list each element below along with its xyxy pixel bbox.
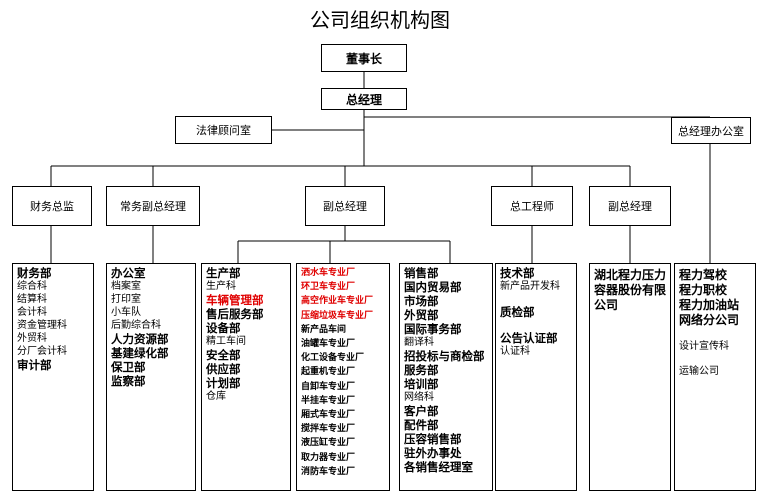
dept-item: 设备部 <box>206 321 241 335</box>
node-chief-engineer: 总工程师 <box>491 186 573 226</box>
dept-item: 化工设备专业厂 <box>301 353 365 364</box>
dept-item: 起重机专业厂 <box>301 367 356 378</box>
column-office: 程力驾校程力职校程力加油站网络分公司设计宣传科运输公司 <box>674 263 756 491</box>
dept-item: 打印室 <box>111 294 141 305</box>
dept-item: 配件部 <box>404 418 439 432</box>
dept-item: 程力加油站 <box>679 298 740 312</box>
dept-item: 网络分公司 <box>679 313 740 327</box>
dept-item: 环卫车专业厂 <box>301 282 356 293</box>
column-admin: 办公室档案室打印室小车队后勤综合科人力资源部基建绿化部保卫部监察部 <box>106 263 196 491</box>
page-title: 公司组织机构图 <box>310 8 450 32</box>
dept-item: 驻外办事处 <box>404 446 462 460</box>
column-tech: 技术部新产品开发科质检部公告认证部认证科 <box>495 263 577 491</box>
dept-item: 分厂会计科 <box>17 346 67 357</box>
dept-item: 招投标与商检部 <box>404 349 485 363</box>
column-finance: 财务部综合科结算科会计科资金管理科外贸科分厂会计科审计部 <box>12 263 94 491</box>
dept-item: 安全部 <box>206 348 241 362</box>
dept-item: 培训部 <box>404 377 439 391</box>
dept-item: 供应部 <box>206 362 241 376</box>
node-general-manager: 总经理 <box>321 88 407 110</box>
dept-item: 高空作业车专业厂 <box>301 296 374 307</box>
dept-item: 会计科 <box>17 307 47 318</box>
node-chairman: 董事长 <box>321 44 407 72</box>
dept-item: 外贸科 <box>17 333 47 344</box>
dept-item: 售后服务部 <box>206 307 264 321</box>
dept-item: 自卸车专业厂 <box>301 381 356 392</box>
dept-item: 销售部 <box>404 266 439 280</box>
dept-item: 消防车专业厂 <box>301 466 356 477</box>
dept-item: 后勤综合科 <box>111 320 161 331</box>
dept-item: 程力职校 <box>679 283 728 297</box>
dept-item: 厢式车专业厂 <box>301 410 356 421</box>
node-exec-vp: 常务副总经理 <box>106 186 200 226</box>
node-gm-office: 总经理办公室 <box>671 117 751 144</box>
dept-item: 程力驾校 <box>679 268 728 282</box>
node-legal-office: 法律顾问室 <box>175 116 272 144</box>
dept-item: 仓库 <box>206 391 226 402</box>
dept-item: 基建绿化部 <box>111 346 169 360</box>
column-factories: 洒水车专业厂环卫车专业厂高空作业车专业厂压缩垃圾车专业厂新产品车间油罐车专业厂化… <box>296 263 390 491</box>
dept-item: 国内贸易部 <box>404 280 462 294</box>
node-cfo: 财务总监 <box>12 186 92 226</box>
dept-item: 公告认证部 <box>500 331 558 345</box>
dept-item: 综合科 <box>17 281 47 292</box>
column-production: 生产部生产科车辆管理部售后服务部设备部精工车间安全部供应部计划部仓库 <box>201 263 291 491</box>
dept-item: 结算科 <box>17 294 47 305</box>
dept-item: 财务部 <box>17 266 52 280</box>
dept-item: 运输公司 <box>679 366 719 377</box>
node-vp-subsidiary: 副总经理 <box>589 186 671 226</box>
dept-item: 外贸部 <box>404 308 439 322</box>
dept-item: 市场部 <box>404 294 439 308</box>
node-vp-production: 副总经理 <box>305 186 385 226</box>
dept-item: 车辆管理部 <box>206 293 264 307</box>
column-sales: 销售部国内贸易部市场部外贸部国际事务部翻译科招投标与商检部服务部培训部网络科客户… <box>399 263 493 491</box>
dept-item: 服务部 <box>404 363 439 377</box>
dept-item: 新产品开发科 <box>500 281 560 292</box>
dept-item: 计划部 <box>206 376 241 390</box>
dept-item: 搅拌车专业厂 <box>301 424 356 435</box>
dept-item: 质检部 <box>500 305 535 319</box>
dept-item: 压容销售部 <box>404 432 462 446</box>
dept-item: 审计部 <box>17 358 52 372</box>
dept-item: 小车队 <box>111 307 141 318</box>
dept-item: 新产品车间 <box>301 324 347 335</box>
dept-item: 国际事务部 <box>404 322 462 336</box>
dept-item: 办公室 <box>111 266 146 280</box>
dept-item: 液压缸专业厂 <box>301 438 356 449</box>
dept-item: 精工车间 <box>206 336 246 347</box>
dept-item: 保卫部 <box>111 360 146 374</box>
dept-item: 翻译科 <box>404 337 434 348</box>
column-subsidiary: 湖北程力压力容器股份有限公司 <box>589 263 671 491</box>
dept-item: 油罐车专业厂 <box>301 339 356 350</box>
dept-item: 取力器专业厂 <box>301 452 356 463</box>
dept-item: 网络科 <box>404 392 434 403</box>
dept-item: 认证科 <box>500 346 530 357</box>
dept-item: 档案室 <box>111 281 141 292</box>
dept-item: 生产部 <box>206 266 241 280</box>
dept-item: 设计宣传科 <box>679 341 729 352</box>
dept-item: 半挂车专业厂 <box>301 395 356 406</box>
dept-item: 人力资源部 <box>111 332 169 346</box>
dept-item: 湖北程力压力容器股份有限公司 <box>594 268 667 312</box>
dept-item: 各销售经理室 <box>404 460 473 474</box>
dept-item: 技术部 <box>500 266 535 280</box>
dept-item: 资金管理科 <box>17 320 67 331</box>
dept-item: 压缩垃圾车专业厂 <box>301 310 374 321</box>
dept-item: 客户部 <box>404 404 439 418</box>
dept-item: 监察部 <box>111 374 146 388</box>
dept-item: 洒水车专业厂 <box>301 268 356 278</box>
dept-item: 生产科 <box>206 281 236 292</box>
